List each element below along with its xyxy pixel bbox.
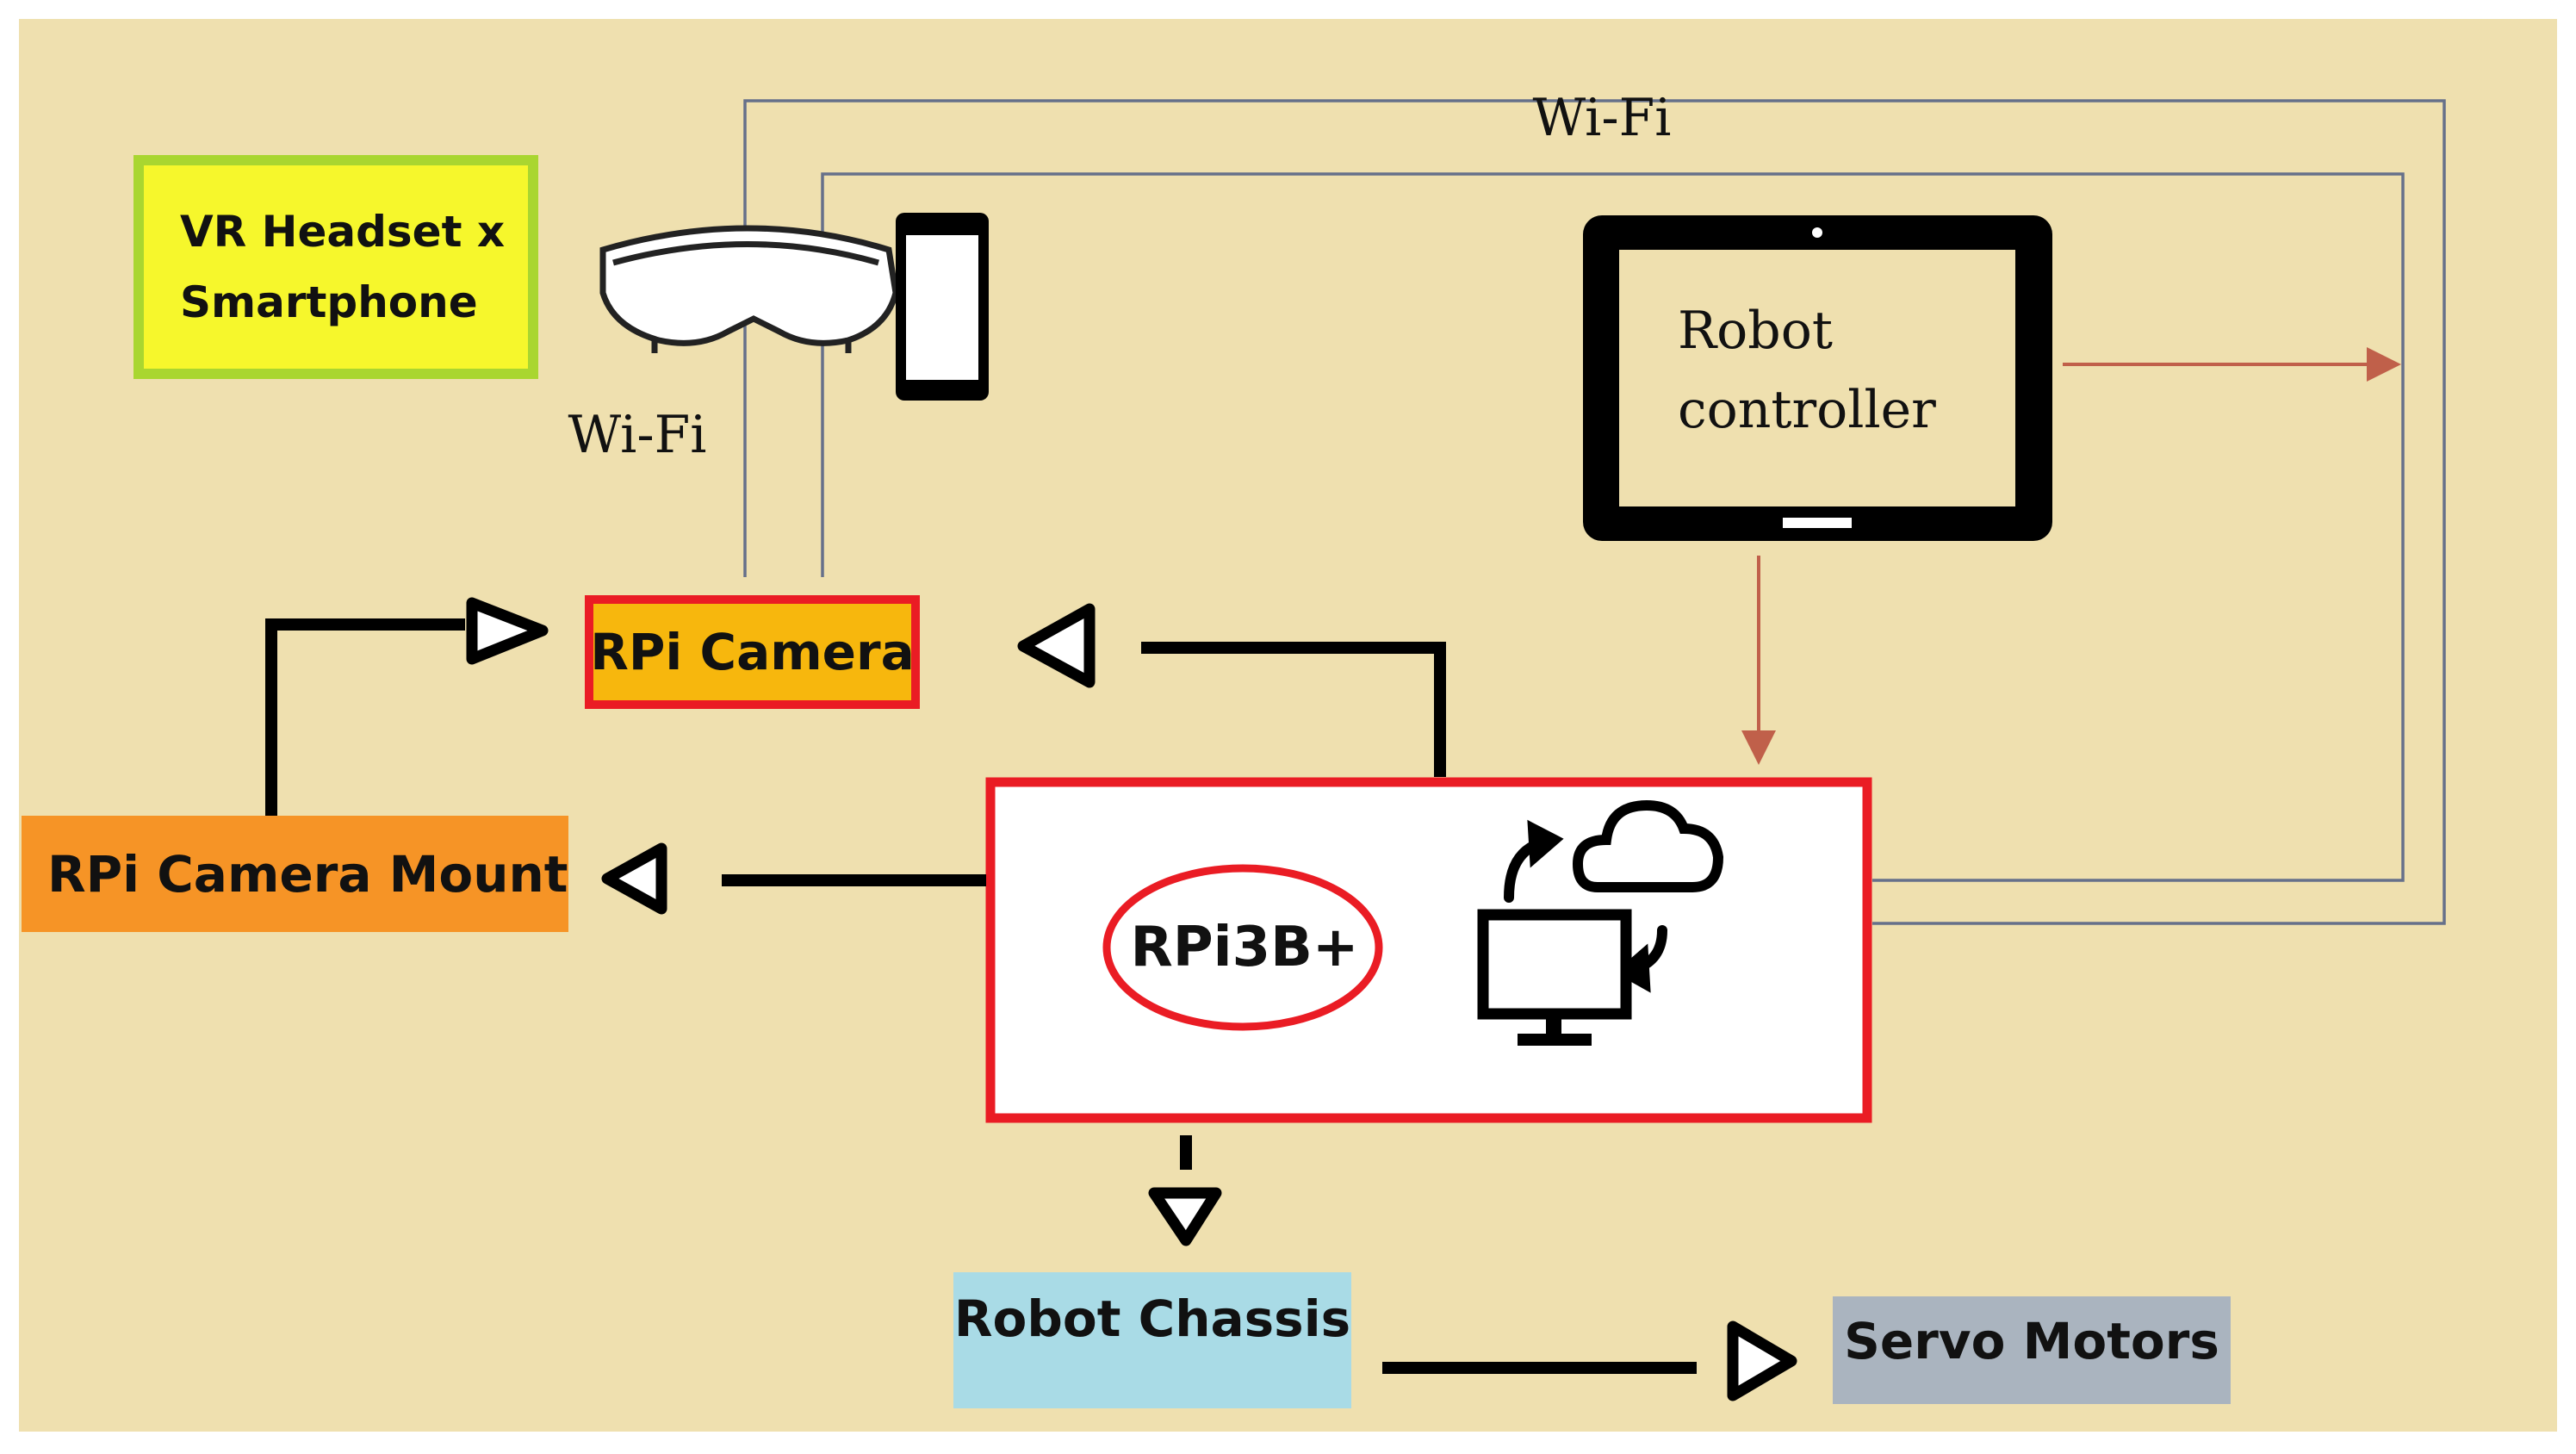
robot-controller-line2: controller: [1678, 380, 1936, 440]
vr-headset-smartphone-label: VR Headset x Smartphone: [133, 155, 538, 379]
rpi-board-label: RPi3B+: [1130, 916, 1359, 979]
computer-icon: [1477, 909, 1632, 1046]
smartphone-icon: [896, 213, 989, 401]
board-to-mount-arrowhead: [601, 842, 667, 915]
rpi-camera-mount-fill: [22, 816, 568, 932]
board-to-camera-line: [1141, 642, 1446, 777]
vr-headset-line1: VR Headset x: [180, 207, 506, 257]
vr-headset-line2: Smartphone: [180, 277, 478, 327]
cloud-sync-icon: [1504, 799, 1724, 993]
rpi-camera-label: RPi Camera: [585, 595, 920, 709]
robot-controller-line1: Robot: [1678, 301, 1833, 361]
robot-chassis-label: Robot Chassis: [953, 1289, 1351, 1348]
rpi-board-ellipse: [1102, 864, 1383, 1031]
mount-to-camera-arrowhead: [466, 597, 549, 665]
servo-motors-fill: [1833, 1296, 2231, 1404]
chassis-to-servo-arrowhead: [1727, 1320, 1797, 1401]
vr-headset-fill: [133, 155, 538, 379]
servo-motors-label: Servo Motors: [1844, 1312, 2219, 1370]
mount-to-camera-line: [265, 618, 465, 816]
wifi-top-label: Wi-Fi: [1532, 88, 1672, 148]
robot-controller-label: Robot controller: [1678, 289, 2005, 452]
rpi-camera-fill: [585, 595, 920, 709]
vr-goggles-icon: [599, 225, 899, 353]
board-to-camera-arrowhead: [1017, 603, 1096, 688]
wifi-left-label: Wi-Fi: [568, 405, 707, 465]
board-to-chassis-arrowhead: [1148, 1187, 1222, 1246]
robot-chassis-fill: [953, 1272, 1351, 1408]
rpi-camera-mount-label: RPi Camera Mount: [47, 844, 568, 904]
rpi-board-box: [985, 777, 1872, 1123]
tablet-icon: [1583, 215, 2052, 541]
